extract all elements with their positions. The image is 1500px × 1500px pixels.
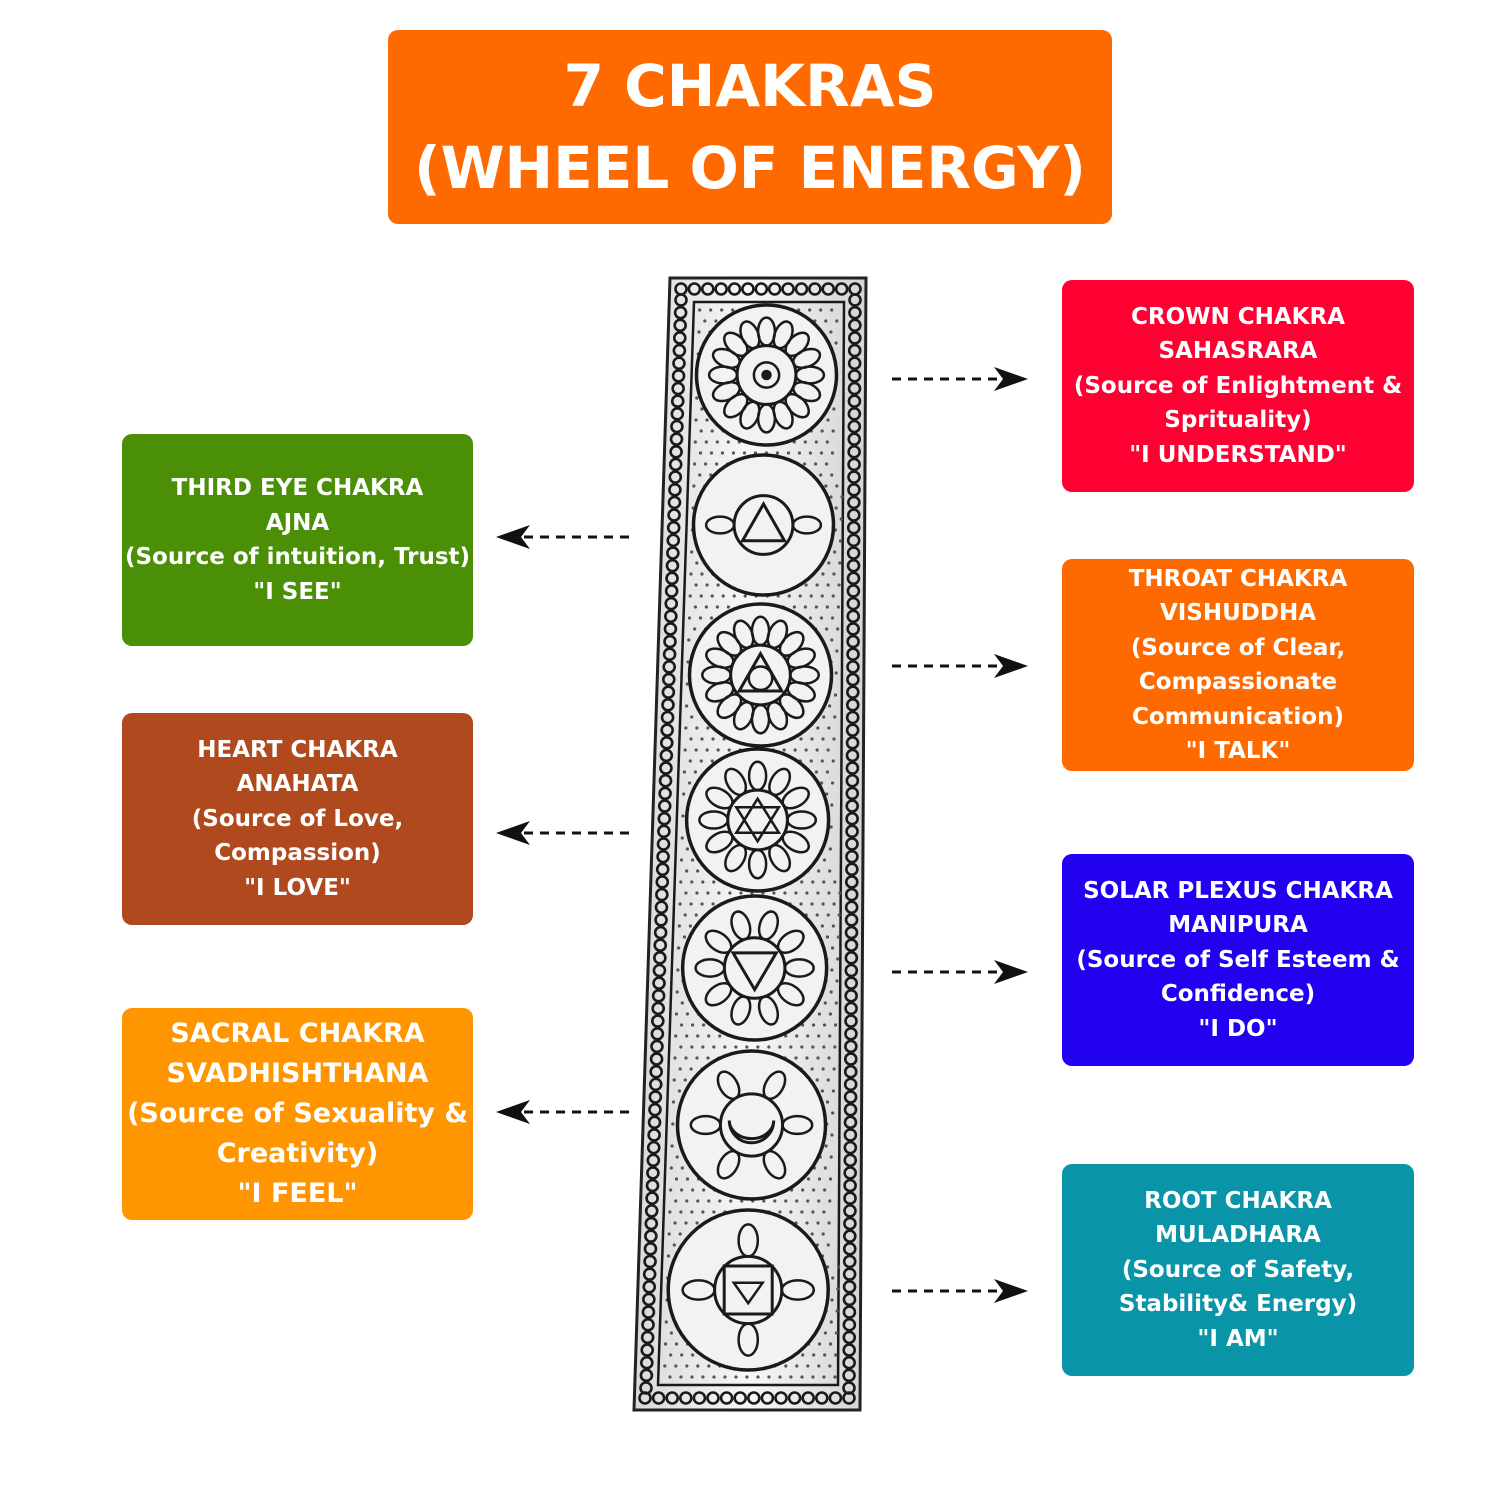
vishuddha-circle-triangle-icon [687,602,834,748]
title-line-2: (WHEEL OF ENERGY) [414,134,1086,202]
heart-chakra-sanskrit: ANAHATA [236,771,359,798]
arrow-to-throat [892,654,1028,678]
root-chakra-affirmation: "I AM" [1197,1325,1279,1352]
card-heart-chakra: HEART CHAKRA ANAHATA (Source of Love, Co… [122,713,473,925]
root-chakra-sanskrit: MULADHARA [1155,1222,1321,1249]
root-chakra-source-2: Stability& Energy) [1118,1291,1358,1318]
solar-plexus-chakra-name: SOLAR PLEXUS CHAKRA [1083,877,1393,904]
title-banner: 7 CHAKRAS (WHEEL OF ENERGY) [388,30,1112,224]
card-sacral-chakra: SACRAL CHAKRA SVADHISHTHANA (Source of S… [122,1008,473,1220]
sacral-chakra-source-2: Creativity) [216,1138,379,1169]
heart-chakra-name: HEART CHAKRA [197,736,398,763]
card-root-chakra: ROOT CHAKRA MULADHARA (Source of Safety,… [1062,1164,1414,1376]
arrow-to-heart [496,821,632,845]
solar-plexus-chakra-source-1: (Source of Self Esteem & [1076,946,1400,973]
ajna-triangle-icon [691,453,836,597]
third-eye-chakra-source-1: (Source of intuition, Trust) [124,544,471,570]
heart-chakra-source-2: Compassion) [214,840,381,867]
third-eye-chakra-name: THIRD EYE CHAKRA [171,475,424,501]
crown-chakra-source-1: (Source of Enlightment & [1073,372,1403,399]
root-chakra-source-1: (Source of Safety, [1121,1256,1355,1283]
arrow-to-sacral [496,1100,632,1124]
throat-chakra-name: THROAT CHAKRA [1128,565,1348,592]
throat-chakra-affirmation: "I TALK" [1185,738,1291,764]
crown-chakra-affirmation: "I UNDERSTAND" [1129,441,1347,468]
heart-chakra-source-1: (Source of Love, [191,805,404,832]
crown-chakra-sanskrit: SAHASRARA [1158,338,1318,365]
arrow-to-root [892,1279,1028,1303]
heart-chakra-affirmation: "I LOVE" [244,874,351,901]
crown-chakra-name: CROWN CHAKRA [1130,303,1346,330]
arrow-to-solar-plexus [892,960,1028,984]
solar-plexus-chakra-source-2: Confidence) [1160,981,1316,1008]
solar-plexus-chakra-affirmation: "I DO" [1198,1015,1278,1042]
anahata-hexagram-icon [684,747,831,893]
card-solar-plexus-chakra: SOLAR PLEXUS CHAKRA MANIPURA (Source of … [1062,854,1414,1066]
sacral-chakra-name: SACRAL CHAKRA [170,1018,425,1049]
third-eye-chakra-sanskrit: AJNA [265,509,330,536]
throat-chakra-source-2: Compassionate [1138,669,1338,695]
crown-chakra-source-2: Sprituality) [1164,407,1312,434]
title-line-1: 7 CHAKRAS [563,52,937,120]
arrow-to-crown [892,367,1028,391]
third-eye-chakra-affirmation: "I SEE" [253,578,342,605]
card-third-eye-chakra: THIRD EYE CHAKRA AJNA (Source of intuiti… [122,434,473,646]
sacral-chakra-sanskrit: SVADHISHTHANA [166,1058,429,1089]
sacral-chakra-source-1: (Source of Sexuality & [127,1098,468,1129]
muladhara-square-icon [666,1208,830,1372]
throat-chakra-sanskrit: VISHUDDHA [1159,600,1317,626]
manipura-down-triangle-icon [680,894,829,1042]
sacral-chakra-affirmation: "I FEEL" [237,1178,358,1209]
card-throat-chakra: THROAT CHAKRA VISHUDDHA (Source of Clear… [1062,559,1414,771]
throat-chakra-source-3: Communication) [1132,703,1344,730]
solar-plexus-chakra-sanskrit: MANIPURA [1168,912,1308,939]
lotus-flower-icon [694,303,839,447]
root-chakra-name: ROOT CHAKRA [1144,1187,1332,1214]
arrow-to-third-eye [496,525,632,549]
card-crown-chakra: CROWN CHAKRA SAHASRARA (Source of Enligh… [1062,280,1414,492]
throat-chakra-source-1: (Source of Clear, [1130,634,1346,661]
svadhishthana-crescent-icon [675,1049,828,1201]
